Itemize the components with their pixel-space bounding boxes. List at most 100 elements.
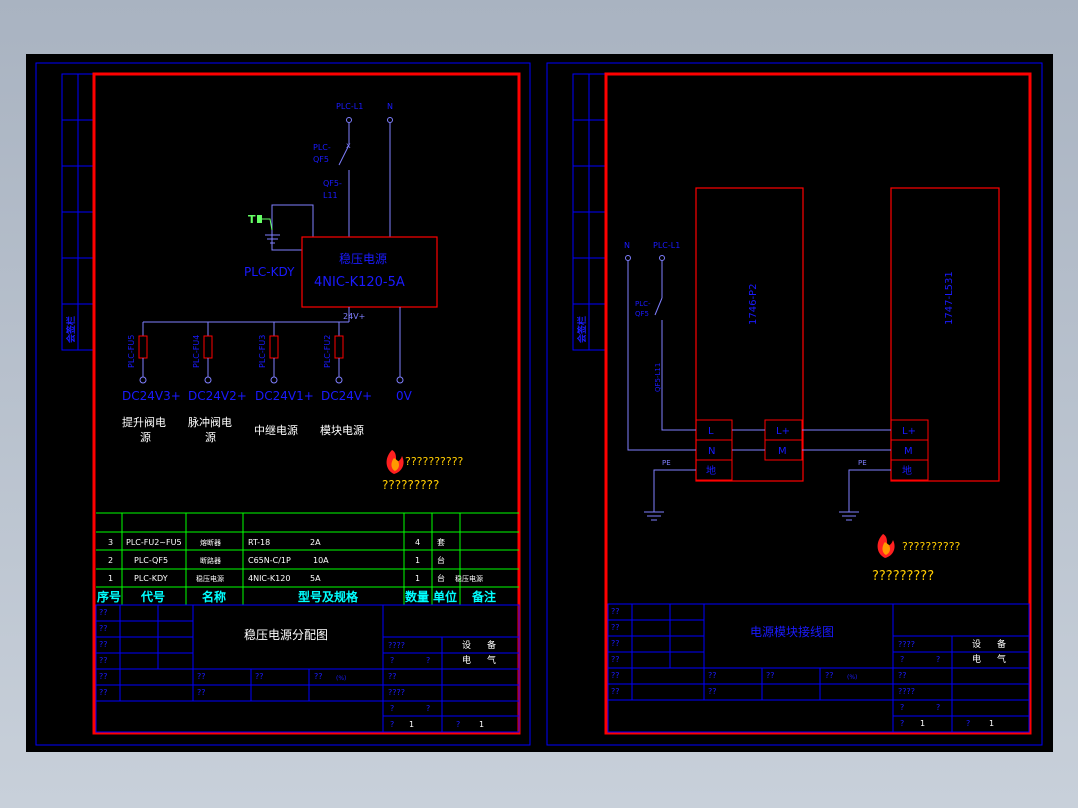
sheet2-logo	[877, 534, 895, 558]
bom-unit: 台	[437, 555, 445, 565]
wire-tag-1: QF5-	[323, 179, 342, 188]
title-cell: ????	[898, 640, 915, 649]
sheet1-red-border	[92, 72, 521, 735]
module-1747-l531	[890, 187, 1000, 482]
sheet1-side-label: 会签栏	[65, 316, 77, 343]
bom-model: 4NIC-K120	[248, 574, 290, 583]
title-cell: ?	[936, 703, 940, 712]
bom-no: 2	[108, 556, 113, 565]
title-cell: ?	[900, 719, 904, 728]
bom-no: 3	[108, 538, 113, 547]
title-cell: ??	[898, 671, 907, 680]
title-cell: ?	[426, 656, 430, 665]
bom-header: 名称	[202, 589, 226, 604]
psu-tag: PLC-KDY	[244, 265, 295, 279]
bom-header: 单位	[433, 589, 457, 604]
bom-code: PLC-QF5	[134, 556, 168, 565]
bom-header: 代号	[140, 589, 165, 604]
title-cell: ??	[99, 656, 108, 665]
sheet1-supply-wiring	[265, 117, 393, 251]
title-cell: ??	[708, 687, 717, 696]
title-cell: ?	[390, 720, 394, 729]
fuse-tag: PLC-FU5	[127, 335, 136, 368]
bom-name: 稳压电源	[196, 574, 224, 583]
title-cell: ?	[426, 704, 430, 713]
sheet1-title-block	[95, 604, 520, 733]
terminal-label: 地	[706, 464, 716, 477]
terminal-label: L+	[902, 426, 916, 437]
terminal-label: N	[708, 446, 715, 457]
title-cell: ??	[197, 672, 206, 681]
sheet1-outer-frame	[35, 62, 531, 746]
page-number: 1	[479, 720, 484, 729]
breaker-x-mark: x	[346, 141, 351, 150]
terminal-label: L	[708, 426, 714, 437]
breaker-tag-2-s2: QF5	[635, 310, 649, 318]
title-cell: ??	[611, 671, 620, 680]
dept-cell: 备	[997, 638, 1006, 650]
supply-l-label-2: PLC-L1	[653, 241, 680, 250]
title-cell: ?	[936, 655, 940, 664]
title-cell: ??	[314, 672, 323, 681]
supply-n-label-2: N	[624, 241, 630, 250]
title-cell: ????	[388, 688, 405, 697]
title-cell: ??	[99, 608, 108, 617]
terminal-label: M	[778, 446, 787, 457]
bom-header: 数量	[405, 589, 429, 604]
title-cell: ??	[99, 688, 108, 697]
bom-name: 断路器	[200, 556, 221, 565]
bom-model: RT-18	[248, 538, 270, 547]
title-cell: ??	[611, 687, 620, 696]
sheet1-title: 稳压电源分配图	[244, 627, 328, 642]
title-cell: ????	[388, 641, 405, 650]
ground-mark-box	[257, 215, 262, 223]
bom-unit: 台	[437, 573, 445, 583]
title-cell: ??	[388, 672, 397, 681]
pe-label: PE	[858, 459, 867, 467]
output-desc: 中继电源	[254, 423, 298, 437]
bom-qty: 1	[415, 574, 420, 583]
ground-mark: T	[248, 213, 256, 226]
title-cell: ??	[611, 639, 620, 648]
zero-v-label: 0V	[396, 389, 413, 403]
title-cell: ?	[900, 703, 904, 712]
bom-note: 稳压电源	[455, 574, 483, 583]
ground-wire	[262, 218, 273, 231]
dept-cell: 设	[462, 640, 471, 651]
title-cell: ??	[708, 671, 717, 680]
page-number: 1	[989, 719, 994, 728]
scale-cell: (%)	[336, 675, 346, 682]
bom-unit: 套	[437, 537, 445, 547]
bom-header: 型号及规格	[298, 589, 359, 604]
bom-spec: 2A	[310, 538, 321, 547]
wire-tag-2: L11	[323, 191, 338, 200]
bom-name: 熔断器	[200, 538, 221, 547]
title-cell: ??	[255, 672, 264, 681]
bom-spec: 10A	[313, 556, 329, 565]
bom-no: 1	[108, 574, 113, 583]
breaker-tag-1: PLC-	[313, 143, 331, 152]
output-desc: 脉冲阀电	[188, 415, 232, 429]
output-desc: 模块电源	[320, 423, 364, 437]
sheet2-logo-text: ??????????	[902, 540, 961, 553]
output-desc: 源	[205, 430, 216, 444]
title-cell: ??	[611, 607, 620, 616]
pe-label: PE	[662, 459, 671, 467]
output-label: DC24V3+	[122, 389, 181, 403]
dept-cell: 气	[487, 654, 496, 666]
sheet2-outer-frame	[546, 62, 1043, 746]
dept-cell: 电	[462, 654, 471, 666]
output-desc: 源	[140, 430, 151, 444]
drawing-canvas	[26, 54, 1053, 752]
sheet-2: 会签栏 1746-P2 1747-L531 L N 地 L+ M L+ M 地	[546, 62, 1043, 746]
psu-model: 4NIC-K120-5A	[314, 275, 405, 290]
v24-tag: 24V+	[343, 312, 365, 321]
psu-title: 稳压电源	[339, 251, 387, 266]
bom-code: PLC-FU2~FU5	[126, 538, 182, 547]
terminal-label: M	[904, 446, 913, 457]
output-label: DC24V2+	[188, 389, 247, 403]
title-cell: ??	[197, 688, 206, 697]
distribution-bus	[138, 307, 404, 384]
scale-cell: (%)	[847, 674, 857, 681]
